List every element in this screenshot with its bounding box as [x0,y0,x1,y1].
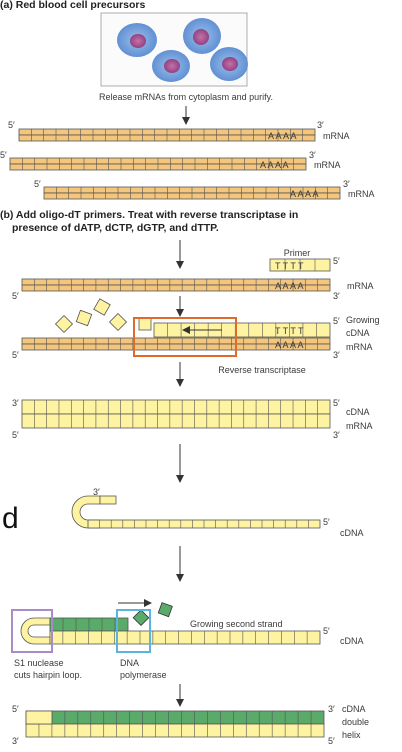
mrna-strand [18,128,316,142]
cdna-label: cDNA [346,407,370,417]
red-blood-cell [152,50,190,82]
five-prime-label: 5′ [12,704,19,714]
strand-body [49,630,321,645]
mrna-label: mRNA [347,281,374,291]
five-prime-label: 5′ [12,430,19,440]
double-helix-label: cDNA [342,704,366,714]
five-prime-label: 5′ [323,517,330,527]
panel-b-heading: (b) Add oligo-dT primers. Treat with rev… [0,209,298,221]
oligo-dt-primer [269,258,331,272]
cdna-label: cDNA [340,528,364,538]
strand-body [25,723,325,738]
free-nucleotides [132,602,173,627]
red-blood-cell [210,47,248,81]
five-prime-label: 5′ [328,736,335,746]
dna-polymerase-box [116,609,151,653]
three-prime-label: 3′ [328,704,335,714]
step-release-mrna: Release mRNAs from cytoplasm and purify. [99,92,273,102]
primer-label: Primer [284,248,311,258]
cdna-label: cDNA [346,328,370,338]
strand-body [99,495,117,505]
polya-tail: A A A A [275,281,304,291]
double-helix-label-2: double [342,717,369,727]
three-prime-label: 3′ [93,487,100,497]
mrna-strand [43,186,341,200]
dna-polymerase-label: DNA [120,658,139,668]
polya-tail: A A A A [260,160,289,170]
red-blood-cell [117,23,157,57]
strand-body [25,710,325,725]
three-prime-label: 3′ [333,430,340,440]
polya-tail: A A A A [268,131,297,141]
red-blood-cell [183,18,221,54]
five-prime-label: 5′ [12,350,19,360]
double-stranded-cdna [25,710,325,738]
five-prime-label: 5′ [8,120,15,130]
primer-sequence: T T T T [275,326,304,336]
panel-a-heading: (a) Red blood cell precursors [0,0,145,11]
five-prime-label: 5′ [333,316,340,326]
strand-body [153,322,331,338]
strand-body [21,413,331,429]
growing-second-strand-label: Growing second strand [190,619,283,629]
polya-tail: A A A A [275,340,304,350]
cdna-mrna-hybrid [21,399,331,429]
three-prime-label: 3′ [343,179,350,189]
five-prime-label: 5′ [12,291,19,301]
five-prime-label: 5′ [323,626,330,636]
three-prime-label: 3′ [12,398,19,408]
mrna-strand [21,337,331,351]
panel-b-heading-line2: presence of dATP, dCTP, dGTP, and dTTP. [12,222,219,234]
s1-nuclease-label-2: cuts hairpin loop. [14,670,82,680]
five-prime-label: 5′ [333,398,340,408]
three-prime-label: 3′ [317,120,324,130]
five-prime-label: 5′ [0,150,7,160]
three-prime-label: 3′ [309,150,316,160]
growing-cdna-strand [153,322,331,338]
growing-label: Growing [346,315,380,325]
three-prime-label: 3′ [333,350,340,360]
hairpin-loop [20,617,51,645]
mrna-label: mRNA [314,160,341,170]
cdna-label: cDNA [340,636,364,646]
mrna-label: mRNA [346,421,373,431]
s1-nuclease-label: S1 nuclease [14,658,64,668]
free-nucleotides [54,298,152,334]
panel-d-letter: d [2,502,19,535]
s1-nuclease-box [11,609,53,653]
mrna-label: mRNA [346,342,373,352]
strand-body [21,343,331,351]
strand-body [21,399,331,415]
mrna-strand [9,157,307,171]
mrna-label: mRNA [323,131,350,141]
cell-micrograph [100,12,248,87]
double-helix-label-3: helix [342,730,361,740]
three-prime-label: 3′ [12,736,19,746]
reverse-transcriptase-box [133,317,237,357]
primer-sequence: T T T T [275,261,304,271]
reverse-transcriptase-label: Reverse transcriptase [218,365,306,375]
strand-body [25,710,53,725]
dna-polymerase-label-2: polymerase [120,670,167,680]
five-prime-label: 5′ [333,256,340,266]
five-prime-label: 5′ [34,179,41,189]
three-prime-label: 3′ [333,291,340,301]
mrna-label: mRNA [348,189,375,199]
hairpin-cdna [71,495,321,529]
polya-tail: A A A A [290,189,319,199]
mrna-strand [21,278,331,292]
strand-body [21,284,331,292]
